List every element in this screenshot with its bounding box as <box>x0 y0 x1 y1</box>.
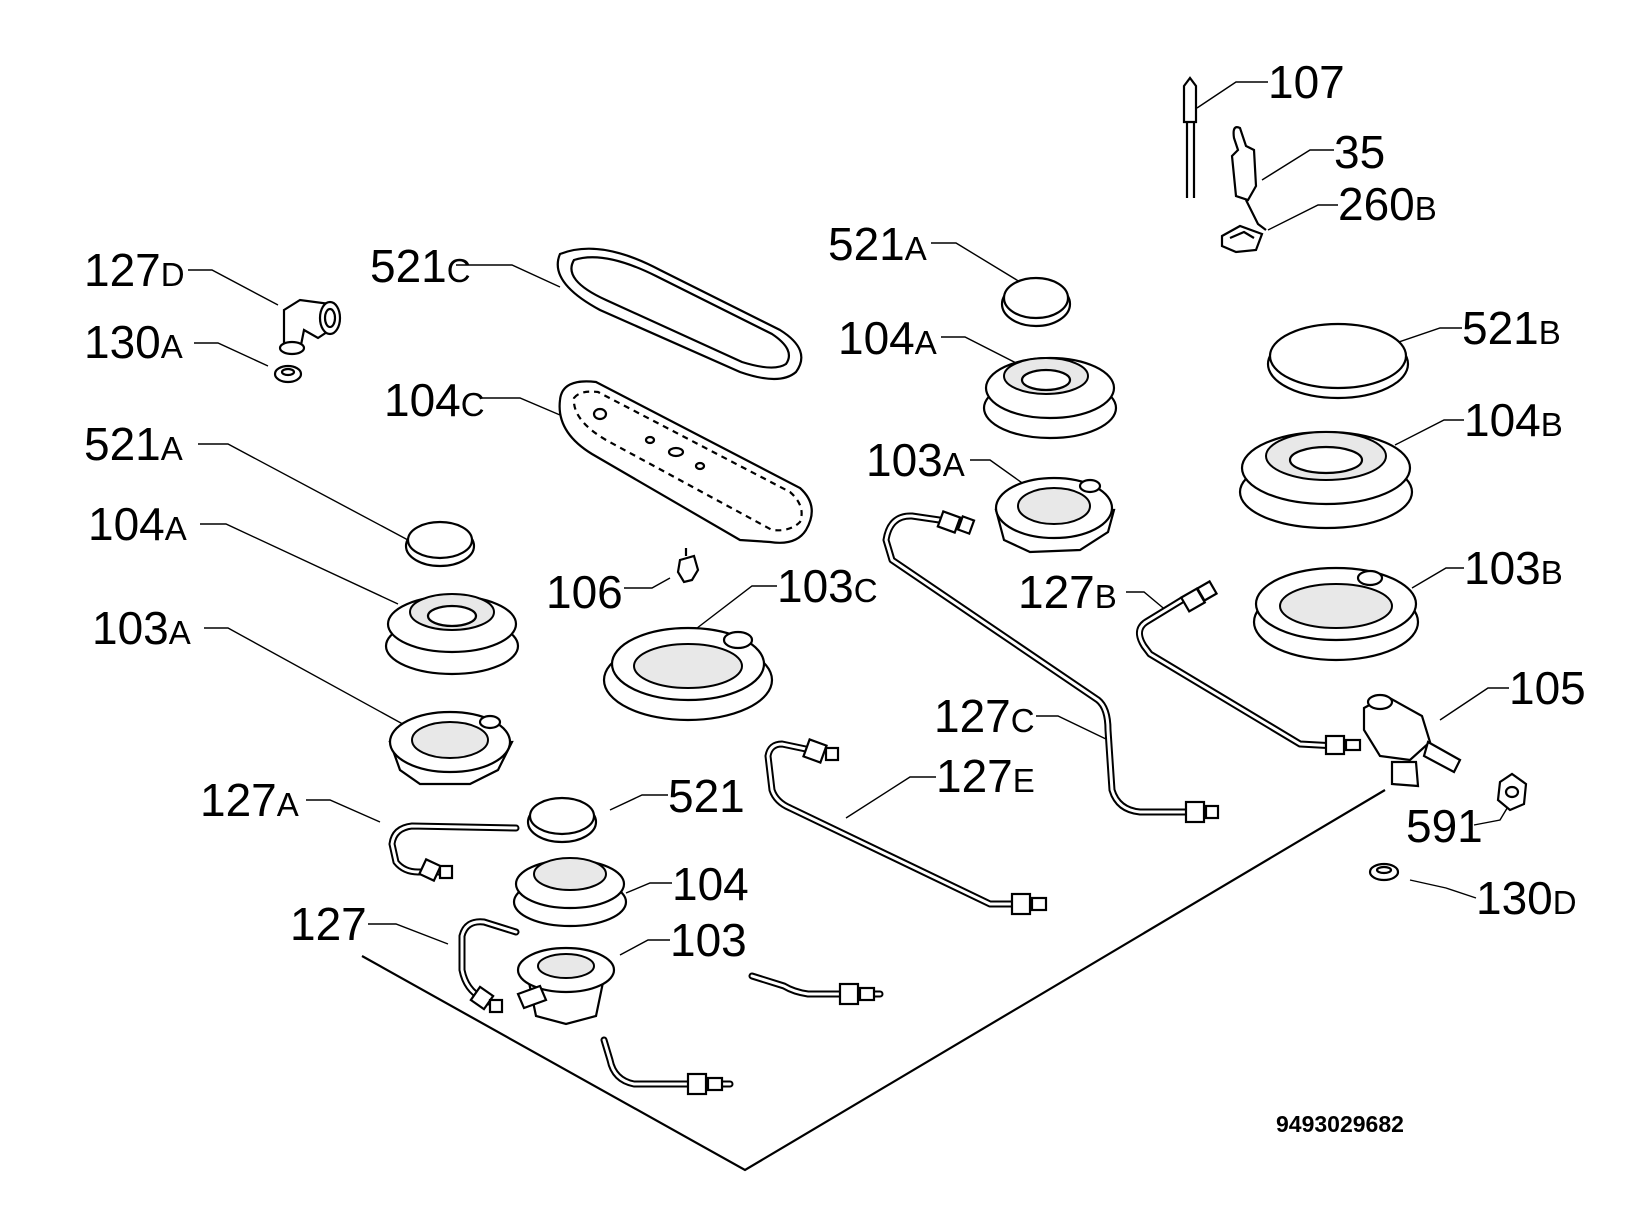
label-103a-left: 103A <box>92 602 191 654</box>
washer-part <box>273 364 303 384</box>
large-base-103b <box>1252 566 1420 662</box>
label-260b: 260B <box>1338 178 1437 230</box>
oval-burner-crown <box>558 380 813 544</box>
spring-washer-part <box>1496 772 1528 812</box>
label-107: 107 <box>1268 56 1345 108</box>
large-crown-104b <box>1238 430 1414 530</box>
label-105: 105 <box>1509 662 1586 714</box>
label-130d: 130D <box>1476 872 1577 924</box>
label-106: 106 <box>546 566 623 618</box>
label-104: 104 <box>672 858 749 910</box>
small-base-103 <box>516 946 616 1026</box>
oval-burner-cap <box>556 247 803 381</box>
label-127: 127 <box>290 898 367 950</box>
label-521c: 521C <box>370 240 471 292</box>
gas-valve-part <box>1362 693 1462 788</box>
large-cap-521b <box>1266 322 1410 400</box>
hob-outline <box>361 789 1386 1172</box>
right-cap-521a <box>1000 276 1072 328</box>
electrode-part <box>1230 126 1267 231</box>
left-base-103a <box>388 710 514 786</box>
oval-burner-base <box>602 626 774 722</box>
small-cap-521 <box>526 796 598 844</box>
label-103c: 103C <box>777 560 878 612</box>
clip-part <box>1220 224 1264 254</box>
label-104a-left: 104A <box>88 498 187 550</box>
label-127b: 127B <box>1018 566 1117 618</box>
label-104c: 104C <box>384 374 485 426</box>
label-127d: 127D <box>84 244 185 296</box>
injector-part <box>676 548 700 584</box>
label-103b: 103B <box>1464 542 1563 594</box>
label-35: 35 <box>1334 126 1385 178</box>
label-127c: 127C <box>934 690 1035 742</box>
right-base-103a <box>994 476 1116 554</box>
label-591: 591 <box>1406 800 1483 852</box>
small-crown-104 <box>512 857 628 928</box>
label-103: 103 <box>670 914 747 966</box>
label-130a: 130A <box>84 316 183 368</box>
label-127e: 127E <box>936 750 1035 802</box>
tube-fittings <box>417 509 1362 1096</box>
label-103a-right: 103A <box>866 434 965 486</box>
diagram-code: 9493029682 <box>1276 1111 1404 1137</box>
label-104a-right: 104A <box>838 312 937 364</box>
label-521a-right: 521A <box>828 218 927 270</box>
label-521b: 521B <box>1462 302 1561 354</box>
seal-washer-part <box>1368 862 1400 882</box>
label-521: 521 <box>668 770 745 822</box>
left-crown-104a <box>384 593 520 676</box>
label-104b: 104B <box>1464 394 1563 446</box>
label-521a-left: 521A <box>84 418 183 470</box>
right-crown-104a <box>982 356 1118 440</box>
thermocouple-part <box>1182 76 1198 198</box>
label-127a: 127A <box>200 774 299 826</box>
left-cap-521a <box>404 520 476 568</box>
elbow-fitting-part <box>278 298 342 356</box>
part-labels: 107 35 260B 521A 104A 521B 104B 103A 103… <box>84 56 1586 966</box>
